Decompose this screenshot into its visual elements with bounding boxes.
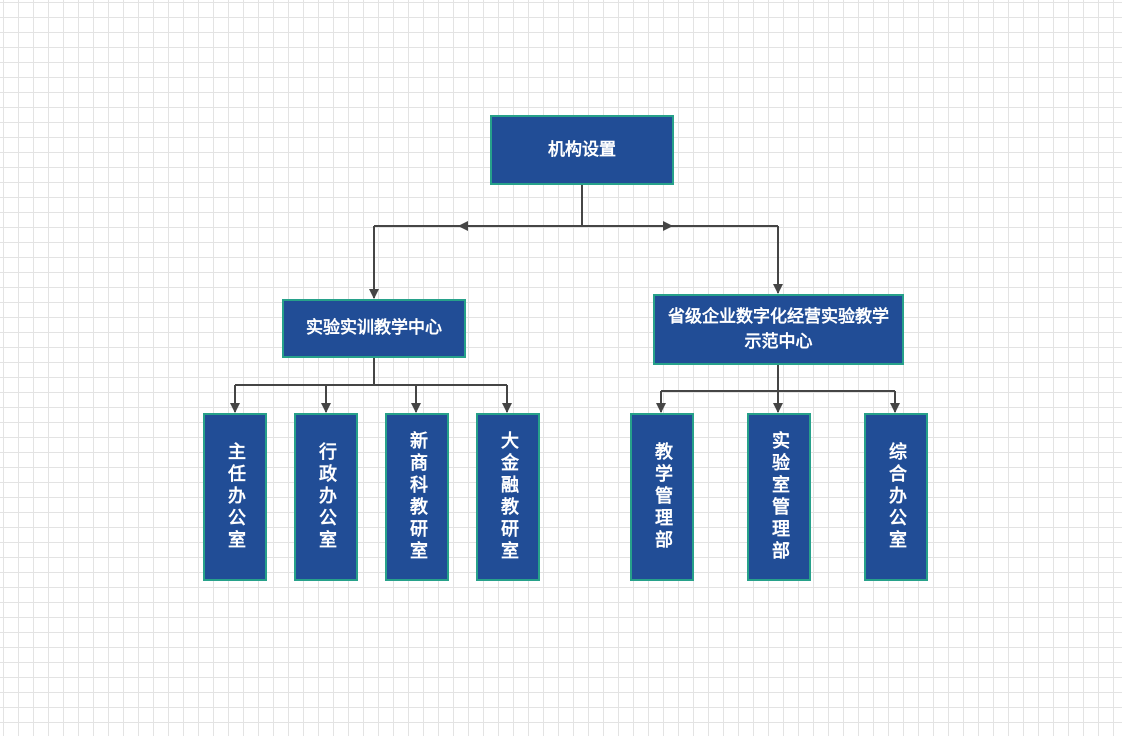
child-node-label: 主任办公室	[225, 442, 246, 552]
branch-node-label: 省级企业数字化经营实验教学示范中心	[668, 306, 889, 352]
root-connector	[369, 184, 783, 299]
child-node-label: 综合办公室	[886, 442, 907, 552]
child-node-label: 大金融教研室	[498, 431, 519, 563]
left-branch-connector	[230, 358, 512, 413]
child-node-new-business-research[interactable]: 新商科教研室	[385, 413, 449, 581]
child-node-lab-management[interactable]: 实验室管理部	[747, 413, 811, 581]
child-node-general-office[interactable]: 综合办公室	[864, 413, 928, 581]
branch-node-teaching-center[interactable]: 实验实训教学中心	[282, 299, 466, 358]
child-node-teaching-management[interactable]: 教学管理部	[630, 413, 694, 581]
root-node-label: 机构设置	[548, 139, 616, 160]
child-node-admin-office[interactable]: 行政办公室	[294, 413, 358, 581]
right-branch-connector	[656, 364, 900, 413]
branch-node-demo-center[interactable]: 省级企业数字化经营实验教学示范中心	[653, 294, 904, 365]
child-node-label: 教学管理部	[652, 442, 673, 552]
root-node[interactable]: 机构设置	[490, 115, 674, 185]
child-node-label: 新商科教研室	[407, 431, 428, 563]
child-node-director-office[interactable]: 主任办公室	[203, 413, 267, 581]
child-node-label: 实验室管理部	[769, 431, 790, 563]
child-node-label: 行政办公室	[316, 442, 337, 552]
branch-node-label: 实验实训教学中心	[306, 318, 442, 338]
child-node-finance-research[interactable]: 大金融教研室	[476, 413, 540, 581]
